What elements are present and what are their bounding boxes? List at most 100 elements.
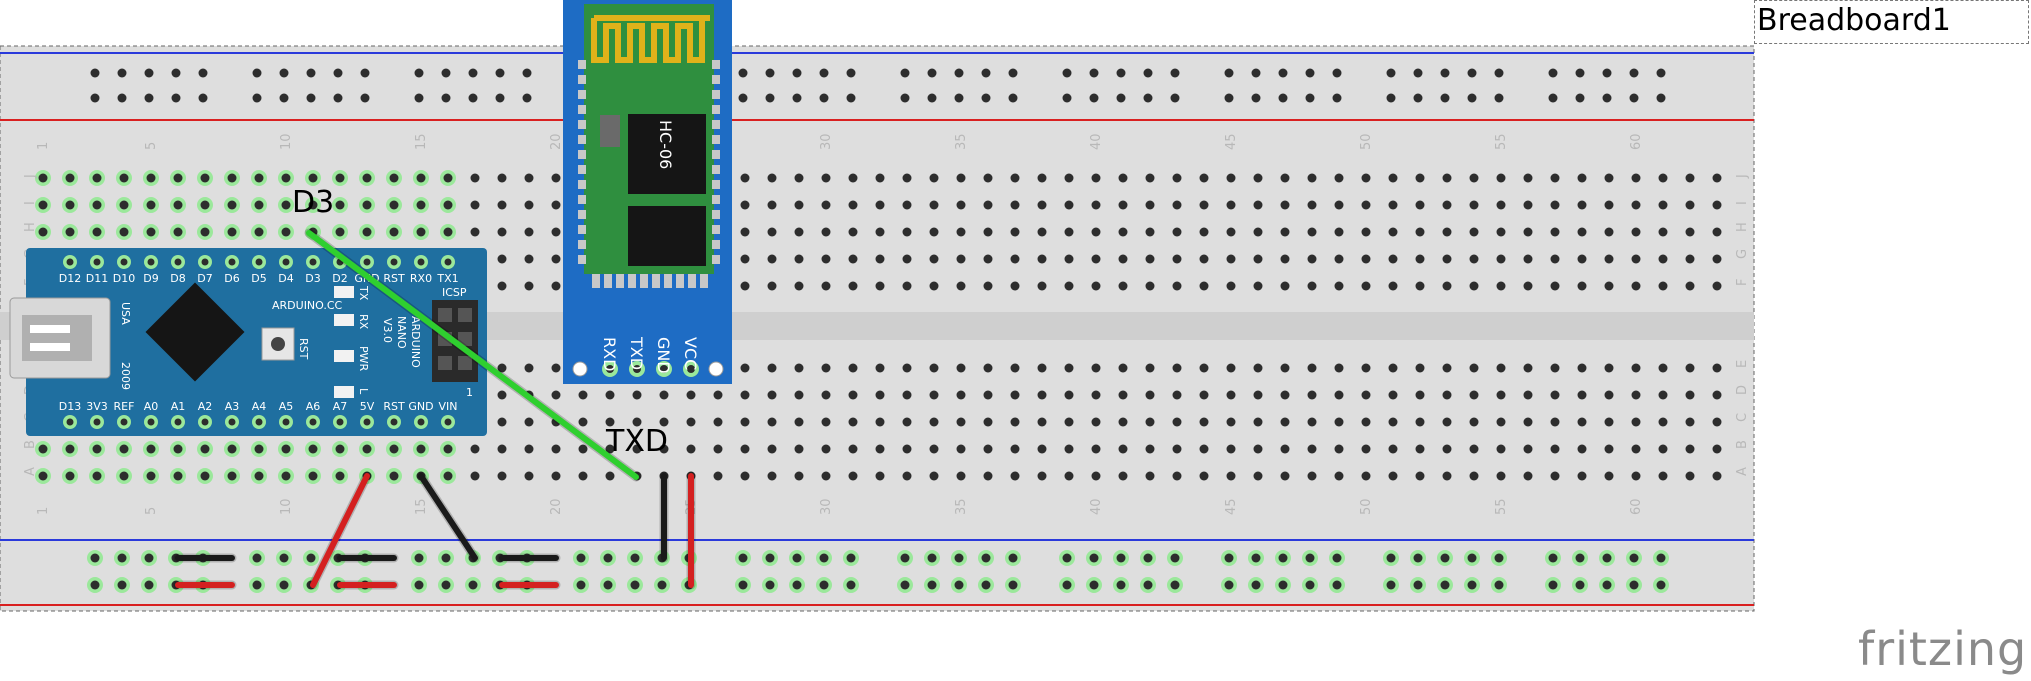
- breadboard-hole[interactable]: [767, 417, 777, 427]
- breadboard-hole[interactable]: [821, 363, 831, 373]
- breadboard-hole[interactable]: [632, 417, 642, 427]
- rail-hole[interactable]: [1602, 68, 1612, 78]
- rail-hole[interactable]: [117, 93, 127, 103]
- rail-hole[interactable]: [576, 553, 586, 563]
- breadboard-hole[interactable]: [281, 227, 291, 237]
- breadboard-hole[interactable]: [1388, 363, 1398, 373]
- breadboard-hole[interactable]: [389, 444, 399, 454]
- breadboard-hole[interactable]: [1685, 173, 1695, 183]
- rail-hole[interactable]: [1386, 93, 1396, 103]
- breadboard-hole[interactable]: [1091, 363, 1101, 373]
- breadboard-hole[interactable]: [1118, 363, 1128, 373]
- rail-hole[interactable]: [954, 553, 964, 563]
- breadboard-hole[interactable]: [1415, 471, 1425, 481]
- breadboard-hole[interactable]: [1307, 254, 1317, 264]
- breadboard-hole[interactable]: [1685, 417, 1695, 427]
- breadboard-hole[interactable]: [1361, 200, 1371, 210]
- rail-hole[interactable]: [1548, 68, 1558, 78]
- breadboard-hole[interactable]: [119, 173, 129, 183]
- breadboard-hole[interactable]: [821, 200, 831, 210]
- breadboard-hole[interactable]: [1307, 227, 1317, 237]
- breadboard-hole[interactable]: [1199, 281, 1209, 291]
- rail-hole[interactable]: [306, 553, 316, 563]
- rail-hole[interactable]: [738, 68, 748, 78]
- breadboard-hole[interactable]: [497, 281, 507, 291]
- breadboard-hole[interactable]: [335, 471, 345, 481]
- breadboard-hole[interactable]: [1361, 227, 1371, 237]
- breadboard-hole[interactable]: [1145, 444, 1155, 454]
- breadboard-hole[interactable]: [848, 444, 858, 454]
- breadboard-hole[interactable]: [1010, 200, 1020, 210]
- breadboard-hole[interactable]: [146, 173, 156, 183]
- rail-hole[interactable]: [981, 93, 991, 103]
- breadboard-hole[interactable]: [443, 227, 453, 237]
- rail-hole[interactable]: [252, 553, 262, 563]
- rail-hole[interactable]: [846, 68, 856, 78]
- rail-hole[interactable]: [630, 580, 640, 590]
- breadboard-hole[interactable]: [1172, 471, 1182, 481]
- breadboard-hole[interactable]: [1010, 444, 1020, 454]
- rail-hole[interactable]: [765, 93, 775, 103]
- breadboard-hole[interactable]: [1172, 363, 1182, 373]
- breadboard-hole[interactable]: [1388, 390, 1398, 400]
- breadboard-hole[interactable]: [524, 200, 534, 210]
- rail-hole[interactable]: [1008, 68, 1018, 78]
- breadboard-hole[interactable]: [1037, 200, 1047, 210]
- breadboard-hole[interactable]: [1253, 471, 1263, 481]
- breadboard-hole[interactable]: [497, 227, 507, 237]
- breadboard-hole[interactable]: [1010, 417, 1020, 427]
- rail-hole[interactable]: [1575, 68, 1585, 78]
- rail-hole[interactable]: [1332, 553, 1342, 563]
- breadboard-hole[interactable]: [1442, 363, 1452, 373]
- breadboard-hole[interactable]: [1253, 173, 1263, 183]
- breadboard-hole[interactable]: [254, 227, 264, 237]
- breadboard-hole[interactable]: [1010, 363, 1020, 373]
- rail-hole[interactable]: [819, 93, 829, 103]
- breadboard-hole[interactable]: [1145, 254, 1155, 264]
- breadboard-hole[interactable]: [632, 390, 642, 400]
- breadboard-hole[interactable]: [65, 200, 75, 210]
- breadboard-hole[interactable]: [335, 173, 345, 183]
- breadboard-hole[interactable]: [1226, 254, 1236, 264]
- breadboard-hole[interactable]: [1577, 444, 1587, 454]
- rail-hole[interactable]: [1602, 580, 1612, 590]
- rail-hole[interactable]: [522, 93, 532, 103]
- breadboard-hole[interactable]: [1631, 254, 1641, 264]
- rail-hole[interactable]: [1332, 68, 1342, 78]
- rail-hole[interactable]: [1305, 93, 1315, 103]
- breadboard-hole[interactable]: [1577, 227, 1587, 237]
- breadboard-hole[interactable]: [902, 254, 912, 264]
- rail-hole[interactable]: [1170, 68, 1180, 78]
- breadboard-hole[interactable]: [524, 227, 534, 237]
- breadboard-hole[interactable]: [1037, 254, 1047, 264]
- breadboard-hole[interactable]: [1172, 200, 1182, 210]
- breadboard-hole[interactable]: [1145, 200, 1155, 210]
- breadboard-hole[interactable]: [1145, 417, 1155, 427]
- rail-hole[interactable]: [846, 553, 856, 563]
- breadboard-hole[interactable]: [1226, 444, 1236, 454]
- breadboard-hole[interactable]: [1631, 173, 1641, 183]
- breadboard-hole[interactable]: [38, 444, 48, 454]
- breadboard-hole[interactable]: [1064, 173, 1074, 183]
- rail-hole[interactable]: [1413, 68, 1423, 78]
- breadboard-hole[interactable]: [875, 444, 885, 454]
- rail-hole[interactable]: [738, 93, 748, 103]
- breadboard-hole[interactable]: [146, 471, 156, 481]
- breadboard-hole[interactable]: [1361, 417, 1371, 427]
- rail-hole[interactable]: [1629, 580, 1639, 590]
- breadboard-hole[interactable]: [1577, 254, 1587, 264]
- breadboard-hole[interactable]: [1064, 444, 1074, 454]
- rail-hole[interactable]: [468, 580, 478, 590]
- breadboard-hole[interactable]: [1712, 173, 1722, 183]
- breadboard-hole[interactable]: [1226, 200, 1236, 210]
- breadboard-hole[interactable]: [1307, 173, 1317, 183]
- breadboard-hole[interactable]: [335, 200, 345, 210]
- breadboard-hole[interactable]: [254, 200, 264, 210]
- breadboard-hole[interactable]: [983, 200, 993, 210]
- breadboard-hole[interactable]: [1226, 173, 1236, 183]
- breadboard-hole[interactable]: [551, 173, 561, 183]
- breadboard-hole[interactable]: [1550, 281, 1560, 291]
- rail-hole[interactable]: [90, 553, 100, 563]
- rail-hole[interactable]: [414, 93, 424, 103]
- breadboard-hole[interactable]: [1226, 227, 1236, 237]
